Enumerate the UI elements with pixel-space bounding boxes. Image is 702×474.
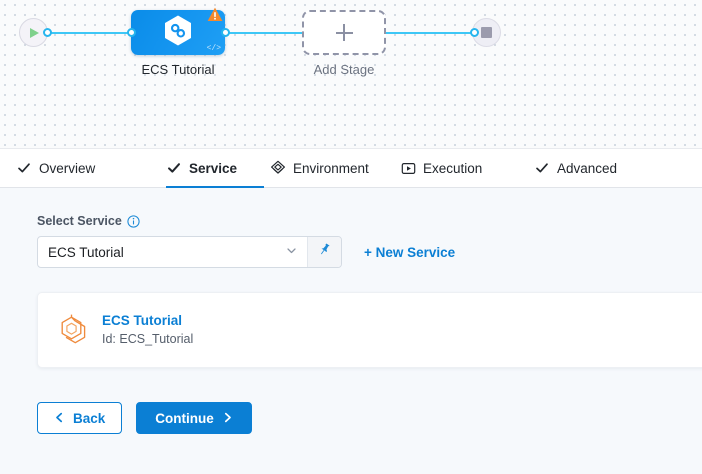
connector-dot-start	[43, 28, 52, 37]
plus-icon-bar	[335, 31, 353, 34]
stage-node-label: ECS Tutorial	[141, 62, 215, 77]
connector-line-add-to-end	[385, 32, 475, 34]
back-button[interactable]: Back	[37, 402, 123, 434]
stop-square-icon	[481, 27, 492, 38]
service-config-panel: Select Service ECS Tutorial	[0, 188, 702, 474]
service-select-row: ECS Tutorial + New Service	[37, 236, 702, 268]
pin-icon	[317, 242, 332, 262]
pipeline-canvas[interactable]: </> ECS Tutorial Add Stage	[0, 0, 702, 148]
connector-dot-stage-left	[127, 28, 136, 37]
service-select[interactable]: ECS Tutorial	[37, 236, 342, 268]
pipeline-stage-node[interactable]: </>	[131, 7, 225, 55]
connector-dot-end	[470, 28, 479, 37]
tab-service-label: Service	[189, 160, 238, 176]
tab-overview[interactable]: Overview	[16, 148, 142, 188]
tab-advanced[interactable]: Advanced	[526, 148, 617, 188]
select-service-label-text: Select Service	[37, 214, 122, 228]
tab-overview-label: Overview	[39, 160, 96, 176]
layers-diamond-icon	[270, 160, 286, 176]
tab-advanced-label: Advanced	[557, 160, 618, 176]
add-stage-label: Add Stage	[313, 62, 375, 77]
tab-service[interactable]: Service	[142, 148, 264, 189]
check-icon	[534, 160, 550, 176]
connector-dot-stage-right	[221, 28, 230, 37]
stage-config-tabs: Overview Service Environment Exec	[0, 148, 702, 189]
code-brackets-icon[interactable]: </>	[206, 44, 221, 53]
chevron-left-icon	[54, 411, 65, 426]
chevron-down-icon	[285, 244, 298, 260]
tab-execution[interactable]: Execution	[394, 148, 526, 188]
service-card-id: Id: ECS_Tutorial	[102, 331, 194, 346]
continue-button-label: Continue	[155, 410, 214, 426]
connector-line-start-to-stage	[47, 32, 132, 34]
tab-environment-label: Environment	[293, 160, 369, 176]
service-card-name[interactable]: ECS Tutorial	[102, 313, 183, 329]
service-select-box[interactable]: ECS Tutorial	[38, 237, 307, 267]
connector-line-stage-to-add	[225, 32, 305, 34]
harness-hexagon-icon	[163, 14, 193, 51]
service-summary-card[interactable]: ECS Tutorial Id: ECS_Tutorial	[37, 292, 702, 368]
check-icon	[166, 160, 182, 176]
chevron-right-icon	[222, 411, 233, 426]
back-button-label: Back	[73, 410, 106, 426]
continue-button[interactable]: Continue	[136, 402, 252, 434]
service-select-value: ECS Tutorial	[48, 244, 124, 260]
add-stage-button[interactable]	[302, 10, 386, 55]
play-box-icon	[400, 160, 416, 176]
warning-triangle-icon	[207, 7, 223, 22]
new-service-link[interactable]: + New Service	[364, 244, 456, 260]
tab-environment[interactable]: Environment	[264, 148, 394, 188]
cube-hexagon-icon	[58, 313, 90, 347]
pin-service-button[interactable]	[307, 237, 341, 267]
select-service-label: Select Service	[37, 214, 702, 228]
play-icon	[30, 27, 39, 38]
check-icon	[16, 160, 32, 176]
tab-execution-label: Execution	[423, 160, 483, 176]
info-icon[interactable]	[127, 214, 140, 228]
wizard-footer-buttons: Back Continue	[37, 402, 702, 434]
service-card-text: ECS Tutorial Id: ECS_Tutorial	[102, 312, 193, 347]
